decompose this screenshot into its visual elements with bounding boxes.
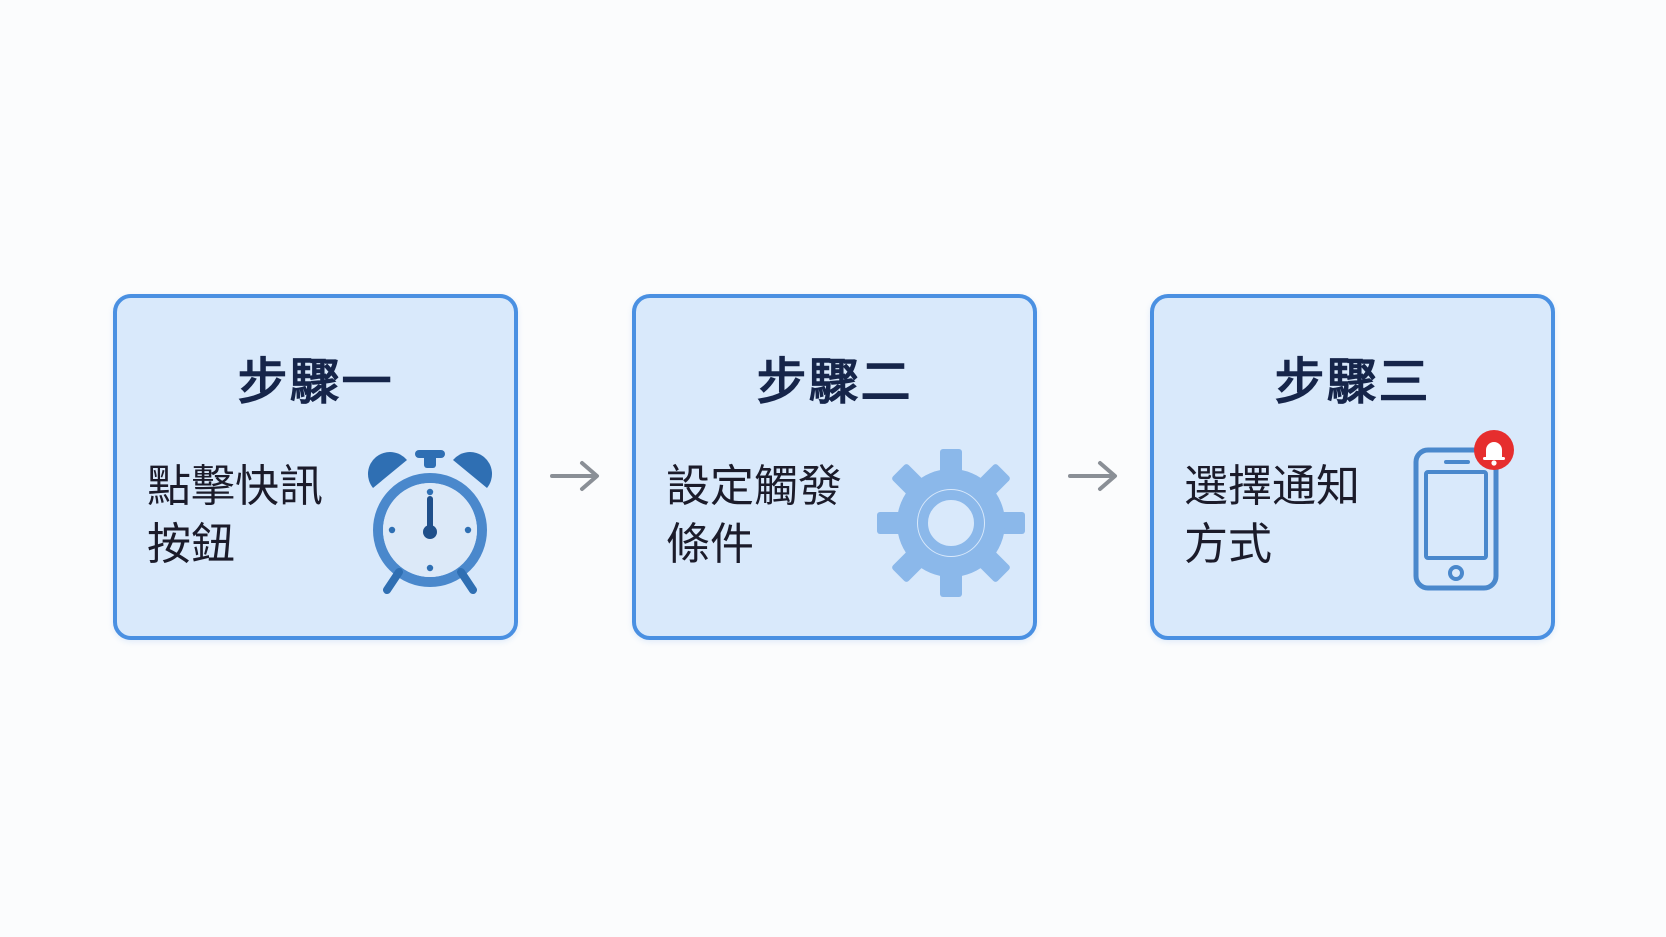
step-description-line: 設定觸發 bbox=[666, 461, 842, 512]
step-description-line: 條件 bbox=[666, 519, 754, 570]
step-description: 設定觸發 條件 bbox=[666, 458, 856, 574]
step-description-line: 選擇通知 bbox=[1184, 461, 1360, 512]
step-description: 選擇通知 方式 bbox=[1184, 458, 1374, 574]
step-title: 步驟二 bbox=[756, 353, 913, 411]
step-title: 步驟三 bbox=[1274, 353, 1431, 411]
arrow-right-icon bbox=[550, 461, 599, 491]
step-description-line: 按鈕 bbox=[147, 519, 235, 570]
step-card-2: 步驟二 設定觸發 條件 bbox=[632, 294, 1037, 640]
step-card-3: 步驟三 選擇通知 方式 bbox=[1150, 294, 1555, 640]
arrow-right-icon bbox=[1068, 461, 1117, 491]
step-description-line: 方式 bbox=[1184, 519, 1272, 570]
step-description: 點擊快訊 按鈕 bbox=[147, 458, 337, 574]
alarm-clock-icon bbox=[367, 450, 493, 594]
gear-icon bbox=[877, 449, 1025, 597]
step-title: 步驟一 bbox=[237, 353, 394, 411]
smartphone-notification-icon bbox=[1413, 430, 1514, 591]
step-card-1: 步驟一 點擊快訊 按鈕 bbox=[113, 294, 518, 640]
step-description-line: 點擊快訊 bbox=[147, 461, 323, 512]
